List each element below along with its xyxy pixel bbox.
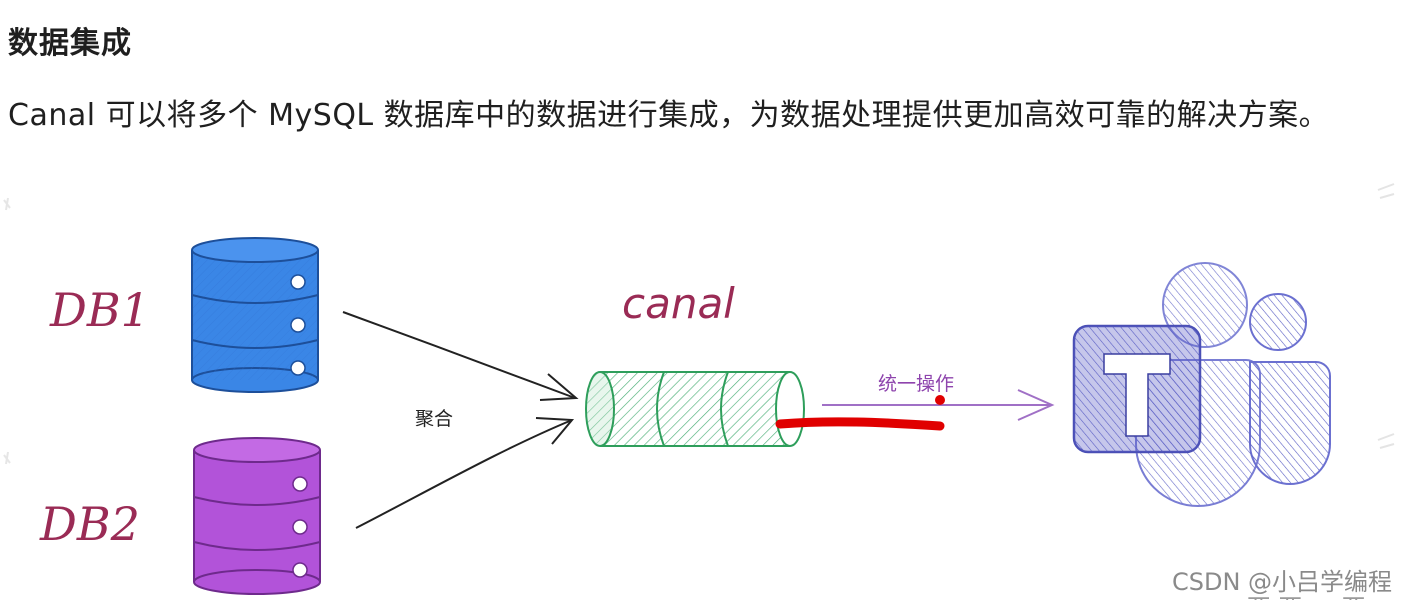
aggregate-label: 聚合 — [415, 408, 453, 430]
canal-label: canal — [622, 279, 735, 328]
canal-pipe-icon — [586, 372, 804, 446]
teams-icon — [1074, 263, 1330, 506]
db1-cylinder-icon — [192, 238, 318, 392]
watermark-cut-off-text: 一 亚 亚 一 亚 — [1215, 588, 1366, 600]
faint-mark-left — [4, 198, 10, 464]
faint-mark-right — [1378, 184, 1394, 448]
db1-label: DB1 — [49, 283, 150, 337]
db2-cylinder-icon — [194, 438, 320, 594]
arrow-db1-to-canal — [343, 312, 576, 400]
db2-label: DB2 — [39, 497, 140, 551]
unified-operation-label: 统一操作 — [878, 373, 954, 395]
arrow-db2-to-canal — [356, 418, 572, 528]
